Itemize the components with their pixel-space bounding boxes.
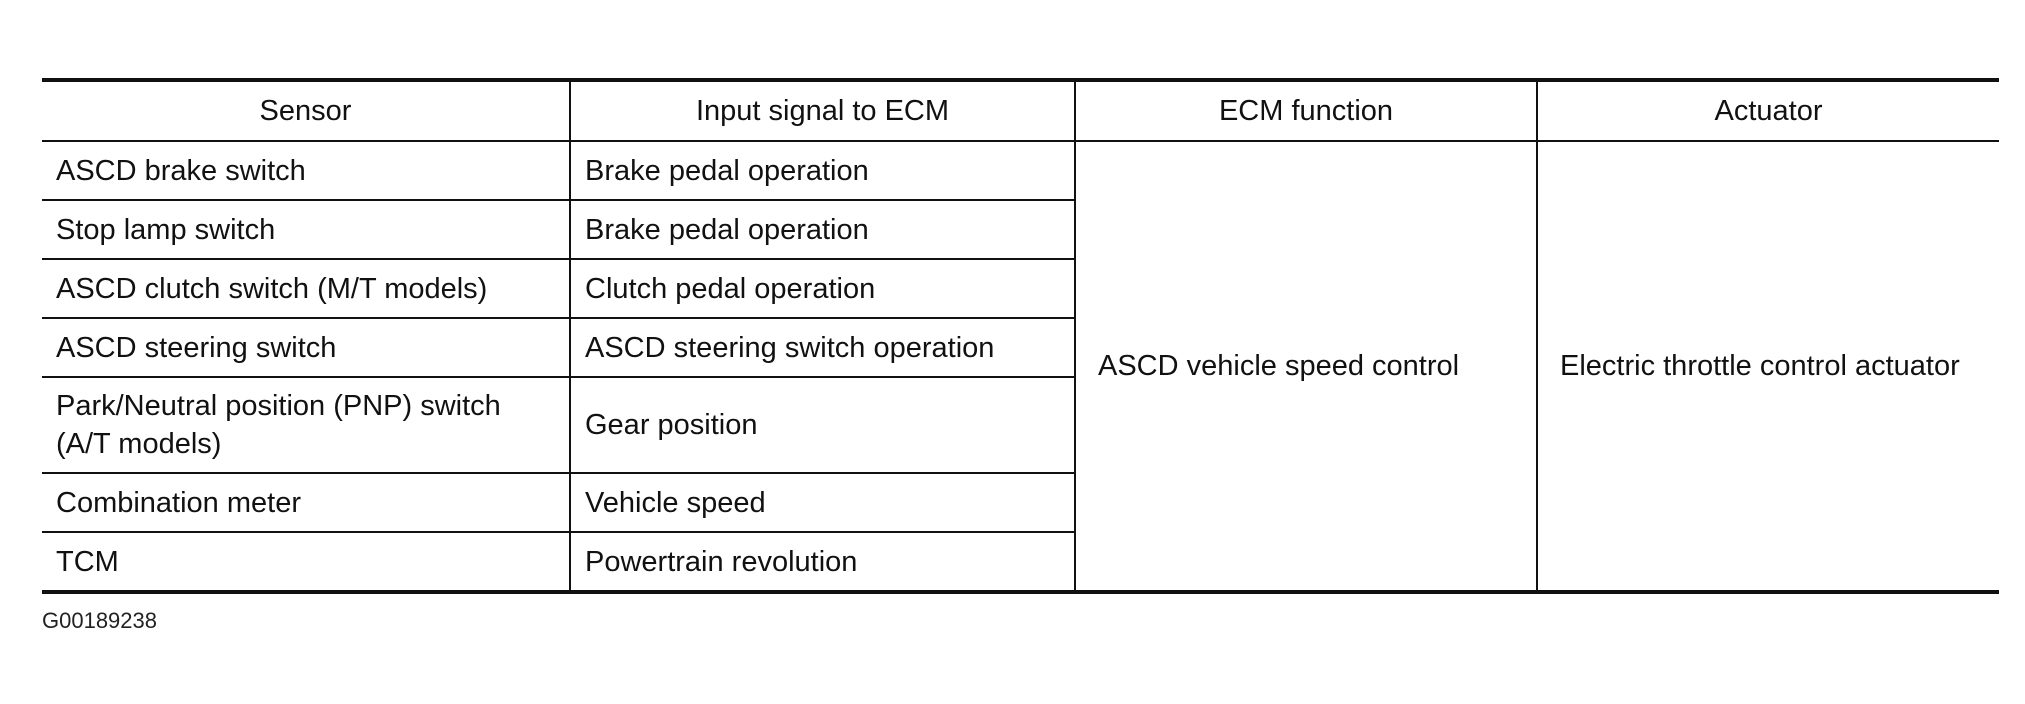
input-signal-cell: Clutch pedal operation <box>569 258 1075 318</box>
sensor-cell: ASCD clutch switch (M/T models) <box>42 258 570 318</box>
sensor-cell: ASCD steering switch <box>42 317 570 377</box>
sensor-cell: TCM <box>42 531 570 592</box>
input-signal-cell: Brake pedal operation <box>569 140 1075 200</box>
ascd-signal-table: Sensor Input signal to ECM ECM function … <box>42 78 1999 594</box>
ecm-function-cell: ASCD vehicle speed control <box>1074 140 1537 592</box>
sensor-cell: Combination meter <box>42 472 570 532</box>
header-input-signal: Input signal to ECM <box>569 80 1075 142</box>
header-row: Sensor Input signal to ECM ECM function … <box>42 80 1999 142</box>
input-signal-cell: Powertrain revolution <box>569 531 1075 592</box>
input-signal-cell: ASCD steering switch operation <box>569 317 1075 377</box>
table-row: ASCD steering switch ASCD steering switc… <box>42 317 1999 377</box>
figure-id: G00189238 <box>42 608 157 633</box>
table-row: Park/Neutral position (PNP) switch (A/T … <box>42 376 1999 473</box>
table-row: ASCD clutch switch (M/T models) Clutch p… <box>42 258 1999 318</box>
table-row: Combination meter Vehicle speed <box>42 472 1999 532</box>
spec-sheet: Sensor Input signal to ECM ECM function … <box>42 78 1999 633</box>
table-row: Stop lamp switch Brake pedal operation <box>42 199 1999 259</box>
header-sensor: Sensor <box>42 80 570 142</box>
input-signal-cell: Gear position <box>569 376 1075 473</box>
sensor-cell: ASCD brake switch <box>42 140 570 200</box>
actuator-cell: Electric throttle control actuator <box>1536 140 1999 592</box>
sensor-cell: Park/Neutral position (PNP) switch (A/T … <box>42 376 570 473</box>
header-actuator: Actuator <box>1536 80 1999 142</box>
input-signal-cell: Vehicle speed <box>569 472 1075 532</box>
table-row: TCM Powertrain revolution <box>42 531 1999 592</box>
sensor-cell: Stop lamp switch <box>42 199 570 259</box>
header-ecm-function: ECM function <box>1074 80 1537 142</box>
input-signal-cell: Brake pedal operation <box>569 199 1075 259</box>
table-row: ASCD brake switch Brake pedal operation … <box>42 140 1999 592</box>
